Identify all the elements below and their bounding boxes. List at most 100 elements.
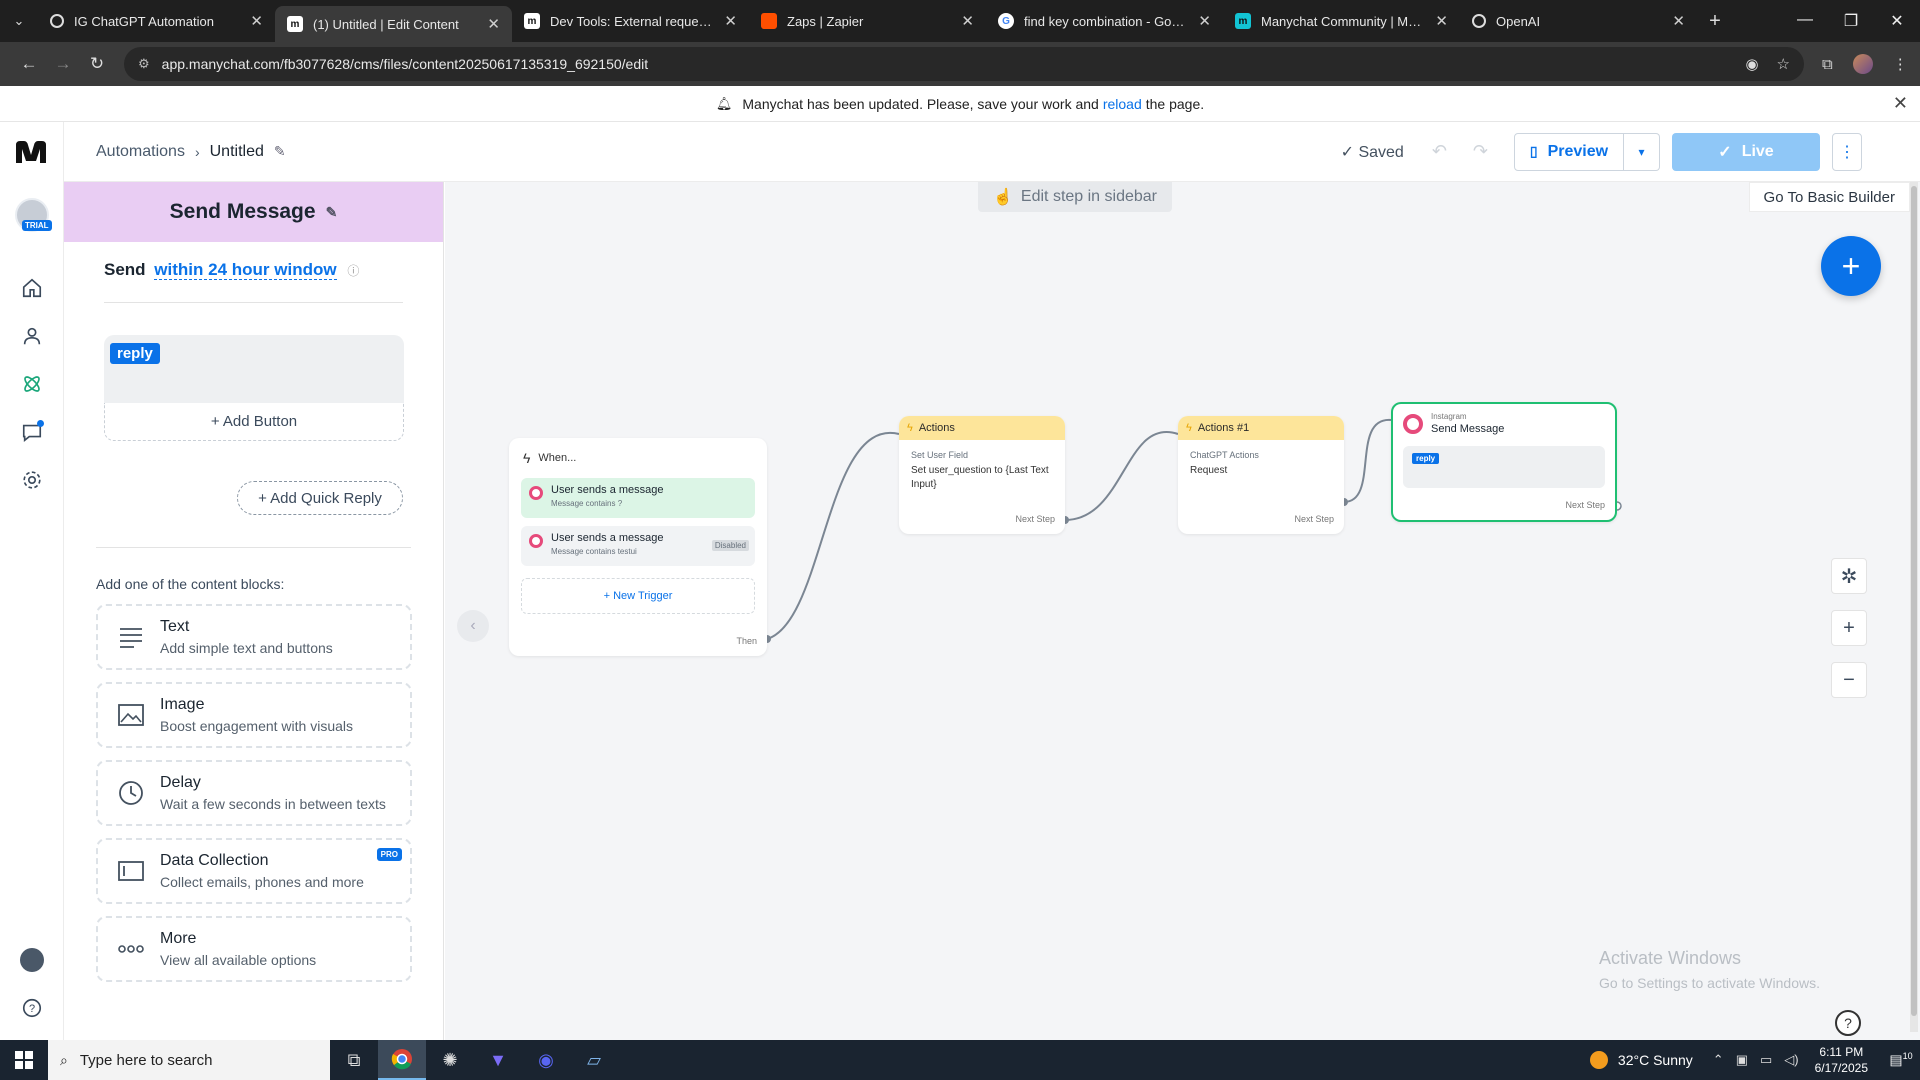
unread-dot <box>37 420 44 427</box>
notes-app-icon[interactable]: ▱ <box>587 1049 601 1070</box>
contacts-icon[interactable] <box>20 324 44 348</box>
eye-icon[interactable]: ◉ <box>1745 56 1759 73</box>
close-icon[interactable]: ✕ <box>961 13 974 30</box>
minimize-icon[interactable]: — <box>1797 11 1813 28</box>
reload-link[interactable]: reload <box>1102 95 1142 112</box>
site-info-icon[interactable]: ⚙ <box>138 56 150 71</box>
back-icon[interactable]: ← <box>20 54 38 73</box>
help-circle-icon[interactable]: ⓘ <box>347 264 360 278</box>
taskbar-search-input[interactable]: ⌕ Type here to search <box>48 1040 330 1080</box>
auto-arrange-icon[interactable]: ✲ <box>1831 558 1867 594</box>
settings-icon[interactable] <box>20 468 44 492</box>
breadcrumb: Automations › Untitled ✎ <box>96 143 286 161</box>
close-icon[interactable]: ✕ <box>1435 13 1448 30</box>
network-icon[interactable]: ▭ <box>1759 1052 1773 1067</box>
help-icon[interactable]: ? <box>20 996 44 1020</box>
trigger-item[interactable]: User sends a message Message contains ? <box>521 478 755 518</box>
vertical-scrollbar[interactable] <box>1910 182 1918 1032</box>
task-view-icon[interactable]: ⧉ <box>347 1049 361 1070</box>
reload-icon[interactable]: ↻ <box>89 54 105 73</box>
actions-node[interactable]: ϟ Actions Set User Field Set user_questi… <box>899 416 1065 534</box>
zoom-in-icon[interactable]: + <box>1831 610 1867 646</box>
zoom-out-icon[interactable]: − <box>1831 662 1867 698</box>
manychat-logo[interactable] <box>14 137 48 167</box>
home-icon[interactable] <box>20 276 44 300</box>
flow-canvas[interactable]: ☝ Edit step in sidebar Go To Basic Build… <box>445 182 1920 1040</box>
breadcrumb-current: Untitled <box>209 142 264 160</box>
zapier-icon <box>761 13 777 29</box>
rename-pencil-icon[interactable]: ✎ <box>273 143 286 159</box>
tab-untitled-edit-content[interactable]: m (1) Untitled | Edit Content ✕ <box>275 6 512 42</box>
chatgpt-app-icon[interactable]: ✺ <box>442 1049 458 1070</box>
trigger-node-title: When... <box>538 452 577 464</box>
collapse-sidebar-icon[interactable]: ‹ <box>457 610 489 642</box>
close-icon[interactable]: ✕ <box>1672 13 1685 30</box>
redo-icon[interactable]: ↷ <box>1472 141 1488 161</box>
automation-icon[interactable] <box>20 372 44 396</box>
tab-openai[interactable]: OpenAI ✕ <box>1460 0 1697 42</box>
weather-widget[interactable]: 32°C Sunny <box>1589 1051 1693 1069</box>
tab-search-icon[interactable]: ⌄ <box>13 13 25 28</box>
send-window-selector[interactable]: within 24 hour window <box>154 260 337 280</box>
add-step-button[interactable]: + <box>1821 236 1881 296</box>
chevron-up-icon[interactable]: ⌃ <box>1712 1052 1724 1067</box>
preview-button[interactable]: ▯ Preview <box>1514 132 1624 171</box>
trigger-node[interactable]: ϟ When... User sends a message Message c… <box>509 438 767 656</box>
meet-icon[interactable]: ▣ <box>1735 1052 1748 1067</box>
new-trigger-button[interactable]: + New Trigger <box>521 578 755 614</box>
actions-1-node[interactable]: ϟ Actions #1 ChatGPT Actions Request Nex… <box>1178 416 1344 534</box>
tab-dev-tools[interactable]: m Dev Tools: External request – M ✕ <box>512 0 749 42</box>
block-title: Image <box>160 696 205 713</box>
windows-start-icon[interactable] <box>0 1040 48 1080</box>
add-quick-reply-button[interactable]: + Add Quick Reply <box>237 481 403 515</box>
notice-text-end: the page. <box>1145 95 1205 112</box>
tab-manychat-community[interactable]: m Manychat Community | Manych ✕ <box>1223 0 1460 42</box>
close-icon[interactable]: ✕ <box>724 13 737 30</box>
device-icon: ▯ <box>1529 143 1538 159</box>
notification-center-icon[interactable]: ▤10 <box>1889 1051 1913 1068</box>
reply-variable-tag[interactable]: reply <box>110 343 160 364</box>
close-icon[interactable]: ✕ <box>1892 93 1908 113</box>
go-live-button[interactable]: ✓ Live <box>1672 132 1820 171</box>
forward-icon[interactable]: → <box>54 54 72 73</box>
chrome-icon[interactable] <box>378 1040 426 1080</box>
trigger-item[interactable]: User sends a message Message contains te… <box>521 526 755 566</box>
chevron-down-icon[interactable]: ▾ <box>1624 132 1660 171</box>
edit-title-pencil-icon[interactable]: ✎ <box>325 203 338 220</box>
discord-icon[interactable]: ◉ <box>538 1049 554 1070</box>
scrollbar-thumb[interactable] <box>1911 186 1917 1016</box>
message-text-card[interactable]: reply <box>104 335 404 403</box>
profile-avatar[interactable] <box>1852 54 1873 74</box>
more-options-icon[interactable]: ⋮ <box>1832 132 1862 171</box>
send-message-node[interactable]: Instagram Send Message reply Next Step <box>1391 402 1617 522</box>
close-icon[interactable]: ✕ <box>250 13 263 30</box>
tab-google[interactable]: G find key combination - Google ✕ <box>986 0 1223 42</box>
builder-header: Automations › Untitled ✎ ✓ Saved ↶ ↷ ▯ P… <box>64 122 1920 182</box>
clock[interactable]: 6:11 PM 6/17/2025 <box>1815 1044 1868 1076</box>
bookmark-star-icon[interactable]: ☆ <box>1776 56 1790 73</box>
window-close-icon[interactable]: ✕ <box>1890 13 1904 30</box>
breadcrumb-automations[interactable]: Automations <box>96 142 185 160</box>
close-icon[interactable]: ✕ <box>487 16 500 33</box>
undo-icon[interactable]: ↶ <box>1431 141 1447 161</box>
extensions-icon[interactable]: ⧉ <box>1822 55 1833 73</box>
browser-menu-icon[interactable]: ⋮ <box>1892 56 1908 73</box>
help-icon[interactable]: ? <box>1835 1010 1861 1036</box>
add-button[interactable]: + Add Button <box>104 403 404 441</box>
close-icon[interactable]: ✕ <box>1198 13 1211 30</box>
restore-icon[interactable]: ❐ <box>1843 13 1859 30</box>
tab-ig-chatgpt[interactable]: IG ChatGPT Automation ✕ <box>38 0 275 42</box>
go-to-basic-builder-button[interactable]: Go To Basic Builder <box>1748 182 1910 212</box>
chat-icon[interactable] <box>20 420 44 444</box>
url-bar[interactable]: ⚙ app.manychat.com/fb3077628/cms/files/c… <box>124 47 1804 81</box>
volume-icon[interactable]: ◁) <box>1784 1052 1799 1067</box>
app-v-icon[interactable]: ▼ <box>489 1049 507 1070</box>
user-avatar[interactable] <box>20 948 44 972</box>
tab-zapier[interactable]: Zaps | Zapier ✕ <box>749 0 986 42</box>
new-tab-icon[interactable]: + <box>1709 9 1721 32</box>
